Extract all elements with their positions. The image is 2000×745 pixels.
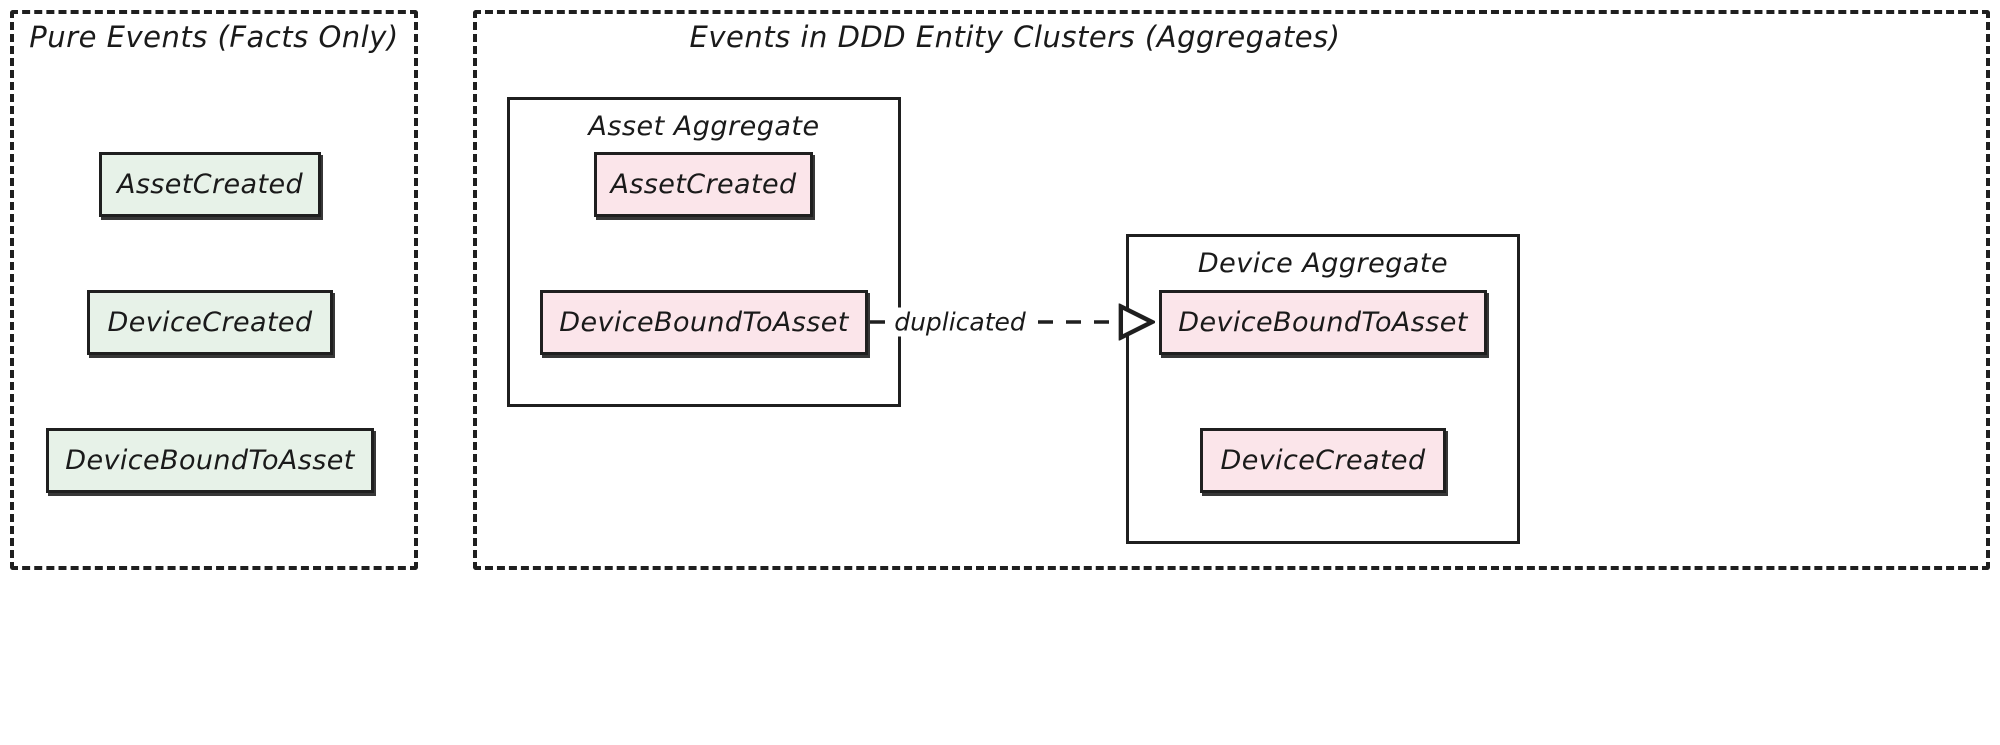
node-pure-asset-created: AssetCreated [99,152,321,217]
device-aggregate-container [1126,234,1520,544]
node-device-aggregate-device-created: DeviceCreated [1200,428,1446,493]
node-label: DeviceBoundToAsset [559,307,849,338]
right-panel-ddd-aggregates [473,10,1990,570]
left-panel-pure-events [10,10,418,570]
node-label: DeviceCreated [107,307,313,338]
node-label: DeviceCreated [1220,445,1426,476]
node-pure-device-bound-to-asset: DeviceBoundToAsset [46,428,374,493]
node-label: DeviceBoundToAsset [1178,307,1468,338]
node-asset-aggregate-device-bound-to-asset: DeviceBoundToAsset [540,290,868,355]
edge-label-duplicated: duplicated [890,307,1030,337]
node-label: AssetCreated [610,169,797,200]
node-asset-aggregate-asset-created: AssetCreated [594,152,813,217]
right-panel-title: Events in DDD Entity Clusters (Aggregate… [689,20,1341,54]
asset-aggregate-container [507,97,901,407]
left-panel-title: Pure Events (Facts Only) [29,20,399,54]
device-aggregate-title: Device Aggregate [1197,248,1449,279]
node-device-aggregate-device-bound-to-asset: DeviceBoundToAsset [1159,290,1487,355]
asset-aggregate-title: Asset Aggregate [588,111,820,142]
node-label: DeviceBoundToAsset [65,445,355,476]
node-pure-device-created: DeviceCreated [87,290,333,355]
node-label: AssetCreated [116,169,304,200]
